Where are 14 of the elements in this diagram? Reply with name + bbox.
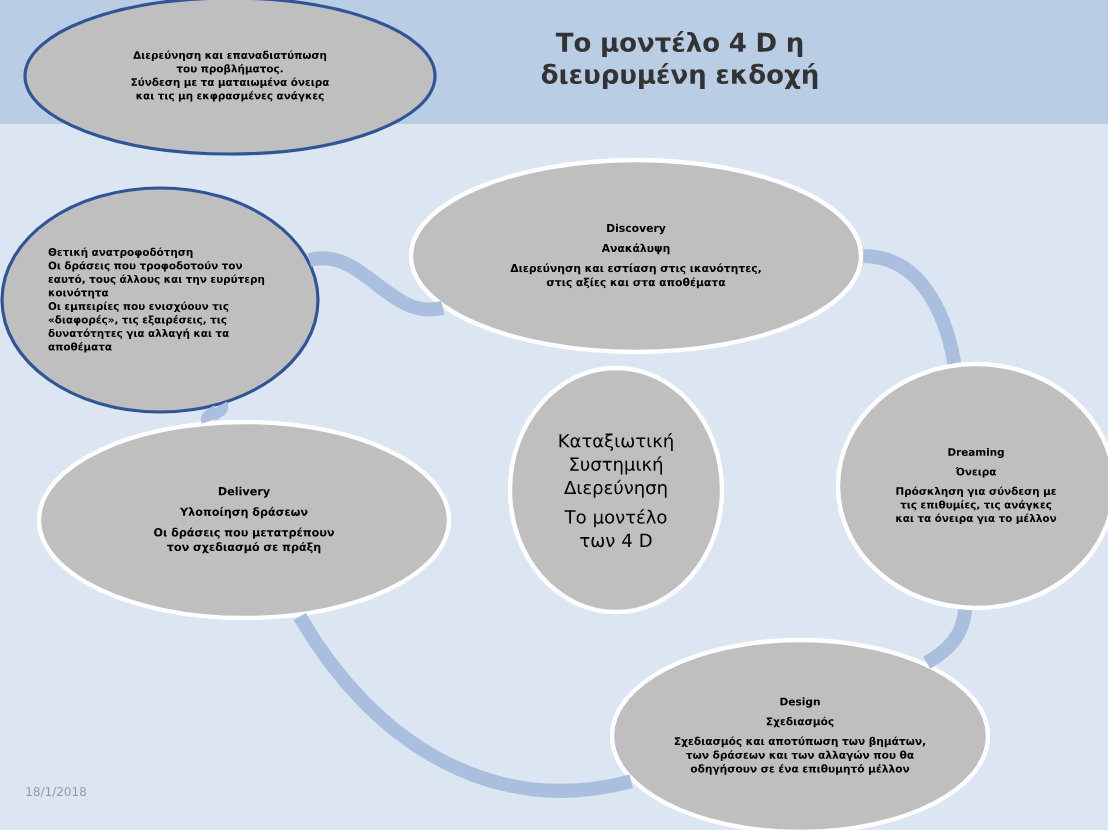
phase-ellipse [835, 361, 1108, 611]
ring-arc [201, 403, 228, 423]
node-label: Καταξιωτική Συστημική Διερεύνηση [559, 432, 673, 498]
node-label: Το μοντέλο των 4 D [564, 509, 667, 548]
ring-arc [308, 251, 444, 317]
center-circle [507, 365, 725, 615]
phase-ellipse [408, 157, 864, 355]
ring-arc [923, 608, 973, 669]
note-ellipse [0, 186, 320, 414]
ring-arc [862, 249, 962, 365]
phase-ellipse [36, 419, 452, 621]
ring-arc [293, 612, 633, 798]
phase-ellipse [609, 637, 991, 830]
title: Το μοντέλο 4 D η διευρυμένη εκδοχή [541, 30, 818, 90]
